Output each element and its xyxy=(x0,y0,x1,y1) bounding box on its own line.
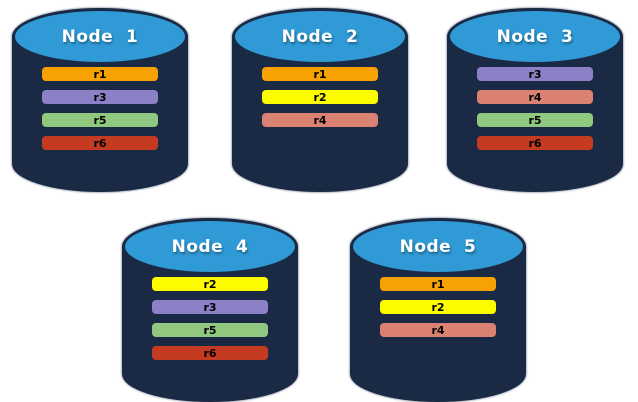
replica-bar-r2: r2 xyxy=(262,90,378,104)
replica-label: r5 xyxy=(528,113,542,127)
replica-label: r5 xyxy=(93,113,107,127)
replica-list: r1 r3 r5 r6 xyxy=(42,67,158,150)
database-node-4: Node 4 r2 r3 r5 r6 xyxy=(122,218,298,402)
replica-bar-r1: r1 xyxy=(42,67,158,81)
replica-label: r6 xyxy=(528,136,542,150)
replica-bar-r2: r2 xyxy=(380,300,496,314)
replica-label: r2 xyxy=(203,277,217,291)
replica-label: r1 xyxy=(313,67,327,81)
cylinder-top-ellipse: Node 2 xyxy=(232,8,408,65)
replica-bar-r6: r6 xyxy=(152,346,268,360)
replica-label: r2 xyxy=(313,90,327,104)
database-node-2: Node 2 r1 r2 r4 xyxy=(232,8,408,192)
replica-label: r4 xyxy=(431,323,445,337)
database-node-3: Node 3 r3 r4 r5 r6 xyxy=(447,8,623,192)
cylinder-top-ellipse: Node 5 xyxy=(350,218,526,275)
replica-bar-r3: r3 xyxy=(152,300,268,314)
replica-label: r2 xyxy=(431,300,445,314)
replica-label: r6 xyxy=(203,346,217,360)
replica-label: r3 xyxy=(528,67,542,81)
replica-label: r1 xyxy=(93,67,107,81)
replica-bar-r5: r5 xyxy=(477,113,593,127)
replica-bar-r3: r3 xyxy=(42,90,158,104)
replica-label: r1 xyxy=(431,277,445,291)
replica-bar-r3: r3 xyxy=(477,67,593,81)
replica-list: r1 r2 r4 xyxy=(262,67,378,127)
replica-label: r4 xyxy=(528,90,542,104)
replica-label: r5 xyxy=(203,323,217,337)
replica-bar-r4: r4 xyxy=(380,323,496,337)
node-label: Node 4 xyxy=(171,236,249,257)
replica-label: r3 xyxy=(93,90,107,104)
node-label: Node 5 xyxy=(399,236,477,257)
replica-list: r1 r2 r4 xyxy=(380,277,496,337)
replica-list: r2 r3 r5 r6 xyxy=(152,277,268,360)
cylinder-top-ellipse: Node 4 xyxy=(122,218,298,275)
replica-bar-r1: r1 xyxy=(380,277,496,291)
replica-bar-r5: r5 xyxy=(42,113,158,127)
replica-bar-r2: r2 xyxy=(152,277,268,291)
replica-list: r3 r4 r5 r6 xyxy=(477,67,593,150)
replica-bar-r6: r6 xyxy=(42,136,158,150)
node-label: Node 3 xyxy=(496,26,574,47)
cylinder-top-ellipse: Node 3 xyxy=(447,8,623,65)
replica-bar-r4: r4 xyxy=(477,90,593,104)
database-node-5: Node 5 r1 r2 r4 xyxy=(350,218,526,402)
database-node-1: Node 1 r1 r3 r5 r6 xyxy=(12,8,188,192)
cylinder-top-ellipse: Node 1 xyxy=(12,8,188,65)
replica-bar-r6: r6 xyxy=(477,136,593,150)
node-label: Node 1 xyxy=(61,26,139,47)
replica-label: r6 xyxy=(93,136,107,150)
replica-bar-r5: r5 xyxy=(152,323,268,337)
replica-label: r4 xyxy=(313,113,327,127)
replica-label: r3 xyxy=(203,300,217,314)
replica-bar-r1: r1 xyxy=(262,67,378,81)
replica-bar-r4: r4 xyxy=(262,113,378,127)
node-label: Node 2 xyxy=(281,26,359,47)
